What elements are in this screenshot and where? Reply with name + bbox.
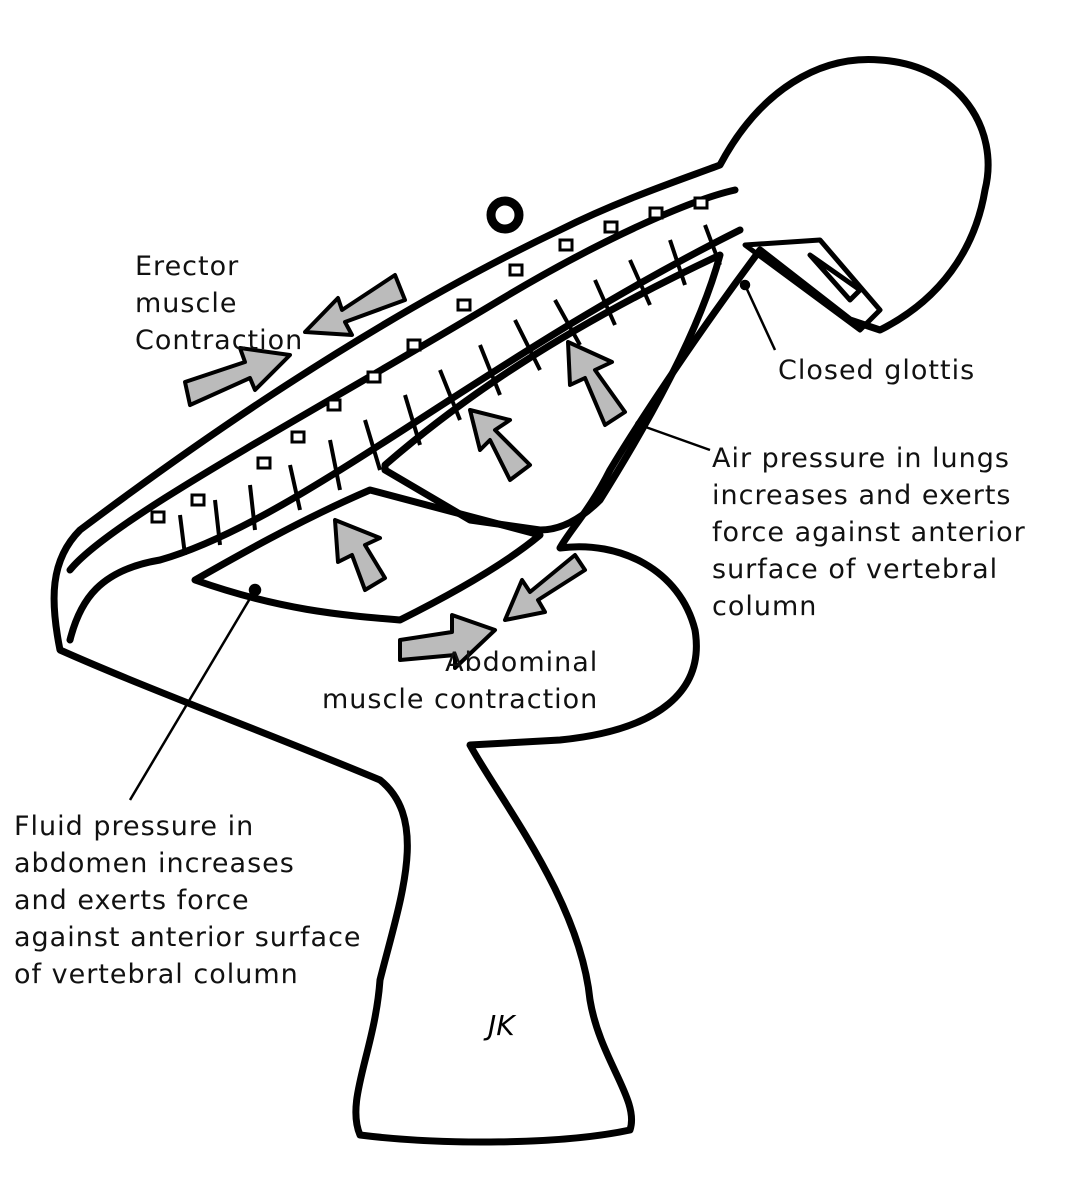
lung-arrow-1-icon — [468, 408, 532, 482]
erector-arrow-right-icon — [183, 346, 292, 407]
vertebrae — [178, 224, 722, 556]
glottis-label: Closed glottis — [778, 355, 976, 386]
spinous-processes — [150, 196, 709, 524]
lung-arrow-2-icon — [566, 340, 627, 427]
abdominal-arrow-left-icon — [503, 553, 587, 622]
fluid-pressure-label: Fluid pressure in abdomen increases and … — [14, 811, 362, 990]
lung-outline — [381, 251, 724, 534]
body-outline — [50, 56, 992, 1146]
signature: JK — [483, 1009, 517, 1042]
weight-icon — [486, 196, 524, 234]
abdomen-outline — [191, 486, 544, 624]
erector-arrow-left-icon — [303, 273, 407, 337]
spine-band — [66, 226, 744, 644]
erector-label: Erector muscle Contraction — [135, 251, 304, 356]
air-pressure-label: Air pressure in lungs increases and exer… — [712, 443, 1026, 622]
glottis-outline — [742, 237, 883, 333]
abdominal-label: Abdominal muscle contraction — [322, 647, 599, 715]
abdomen-arrow-icon — [333, 518, 387, 592]
abdominal-arrow-right-icon — [398, 613, 497, 670]
